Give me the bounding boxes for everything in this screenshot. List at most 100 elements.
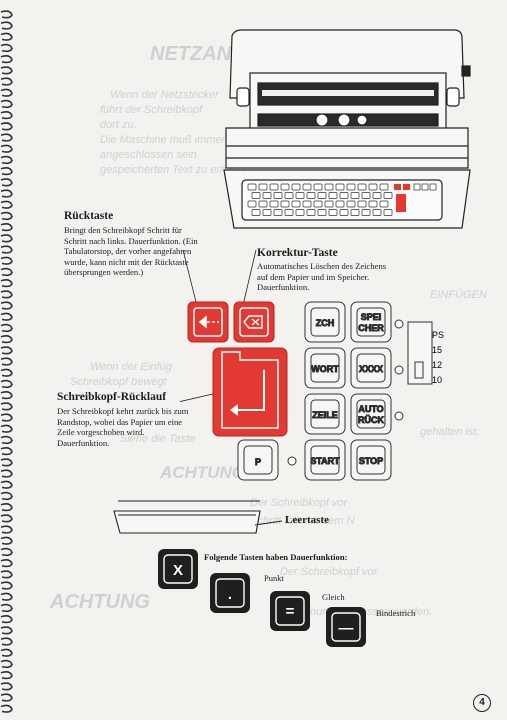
spiral-coil (0, 536, 13, 545)
typewriter-key (324, 183, 334, 191)
key-label: XXXX (359, 364, 383, 374)
spiral-coil (0, 335, 13, 344)
spiral-coil (0, 200, 13, 209)
spiral-coil (0, 581, 13, 590)
typewriter-key (357, 183, 367, 191)
typewriter-key (258, 183, 268, 191)
dot-key[interactable]: . (210, 573, 250, 613)
zeile-key[interactable]: ZEILE (304, 393, 346, 435)
typewriter-key (346, 200, 356, 208)
text-line: Bringt den Schreibkopf Schritt für (64, 225, 182, 235)
wm-line: Der Schreibkopf vor (280, 566, 379, 578)
typewriter-illustration (223, 29, 471, 229)
typewriter-key (317, 192, 327, 199)
typewriter-key (324, 200, 334, 208)
spiral-coil (0, 155, 13, 165)
indicator-lamp (394, 319, 404, 329)
indicator-lamp (394, 411, 404, 421)
x-key[interactable]: X (158, 549, 198, 589)
typewriter-key (284, 192, 294, 199)
zch-key[interactable]: ZCH (304, 301, 346, 343)
pitch-selector[interactable]: PS 15 12 10 (407, 321, 444, 385)
wm-line: angeschlossen sein (100, 149, 197, 161)
start-key[interactable]: START (304, 439, 346, 481)
typewriter-key (335, 183, 345, 191)
spiral-coil (0, 77, 13, 86)
spiral-coil (0, 21, 13, 30)
backspace-key[interactable] (187, 301, 229, 343)
typewriter-key (251, 209, 261, 216)
korrektur-title: Korrektur-Taste (257, 247, 338, 259)
stop-key[interactable]: STOP (350, 439, 392, 481)
key-label: RÜCK (358, 415, 384, 425)
typewriter-key (335, 200, 345, 208)
typewriter-key (280, 183, 290, 191)
typewriter-key (383, 209, 393, 216)
spiral-coil (0, 178, 13, 187)
correction-icon (243, 315, 263, 329)
wm-line: führt der Schreibkopf (100, 104, 203, 116)
spiral-coil (0, 480, 13, 489)
space-bar-illustration (113, 500, 283, 534)
key-label: START (310, 456, 340, 466)
spiral-coil (0, 144, 13, 153)
typewriter-key (302, 200, 312, 208)
spiral-coil (0, 290, 13, 299)
spiral-coil (0, 122, 13, 131)
spiral-coil (0, 312, 13, 321)
typewriter-key (273, 192, 283, 199)
key-label: . (228, 586, 232, 603)
spiral-coil (0, 570, 13, 579)
typewriter-key (368, 200, 378, 208)
spiral-coil (0, 279, 13, 288)
dauerfunktion-heading: Folgende Tasten haben Dauerfunktion: (204, 552, 348, 562)
spiral-coil (0, 435, 13, 445)
key-label: ZEILE (312, 410, 338, 420)
typewriter-key (295, 209, 305, 216)
spiral-coil (0, 503, 13, 512)
indicator-lamp (394, 365, 404, 375)
wort-key[interactable]: WORT (304, 347, 346, 389)
pitch-label: PS (432, 330, 444, 340)
ruecktaste-section: Rücktaste Bringt den Schreibkopf Schritt… (64, 210, 234, 278)
pitch-label: 12 (432, 360, 442, 370)
text-line: wurde, kann nicht mit der Rücktaste (64, 256, 189, 267)
punkt-label: Punkt (264, 573, 284, 583)
spiral-coil (0, 402, 13, 411)
spiral-coil (0, 424, 13, 433)
gleich-label: Gleich (322, 592, 345, 602)
typewriter-key (339, 192, 349, 199)
typewriter-key (368, 183, 378, 191)
xxxx-key[interactable]: XXXX (350, 347, 392, 389)
wm-line: EINFÜGEN (430, 289, 487, 301)
spiral-coil (0, 256, 13, 265)
indicator-lamp (287, 456, 297, 466)
spiral-coil (0, 346, 13, 355)
typewriter-key (247, 183, 257, 191)
key-label: — (339, 620, 354, 637)
spiral-coil (0, 413, 13, 422)
backspace-icon (198, 315, 219, 329)
wm-line: dort zu. (100, 119, 137, 131)
speicher-key[interactable]: SPEI CHER (350, 301, 392, 343)
correction-key[interactable] (233, 301, 275, 343)
typewriter-key (346, 183, 356, 191)
typewriter-key (269, 183, 279, 191)
typewriter-key (361, 192, 371, 199)
spiral-coil (0, 43, 13, 53)
dash-key[interactable]: — (326, 607, 366, 647)
return-arrow-icon (238, 370, 265, 411)
key-label: AUTO (358, 404, 383, 414)
spiral-coil (0, 603, 13, 613)
spiral-coil (0, 301, 13, 310)
p-key[interactable]: P (237, 439, 279, 481)
typewriter-key (339, 209, 349, 216)
spiral-coil (0, 323, 13, 333)
text-line: Der Schreibkopf kehrt zurück bis zum (57, 406, 189, 416)
typewriter-key (372, 192, 382, 199)
auto-rueck-key[interactable]: AUTO RÜCK (350, 393, 392, 435)
page-number: 4 (473, 694, 491, 712)
repeat-keys: X . = — (158, 549, 366, 647)
carriage-return-key[interactable] (212, 347, 288, 437)
equal-key[interactable]: = (270, 591, 310, 631)
